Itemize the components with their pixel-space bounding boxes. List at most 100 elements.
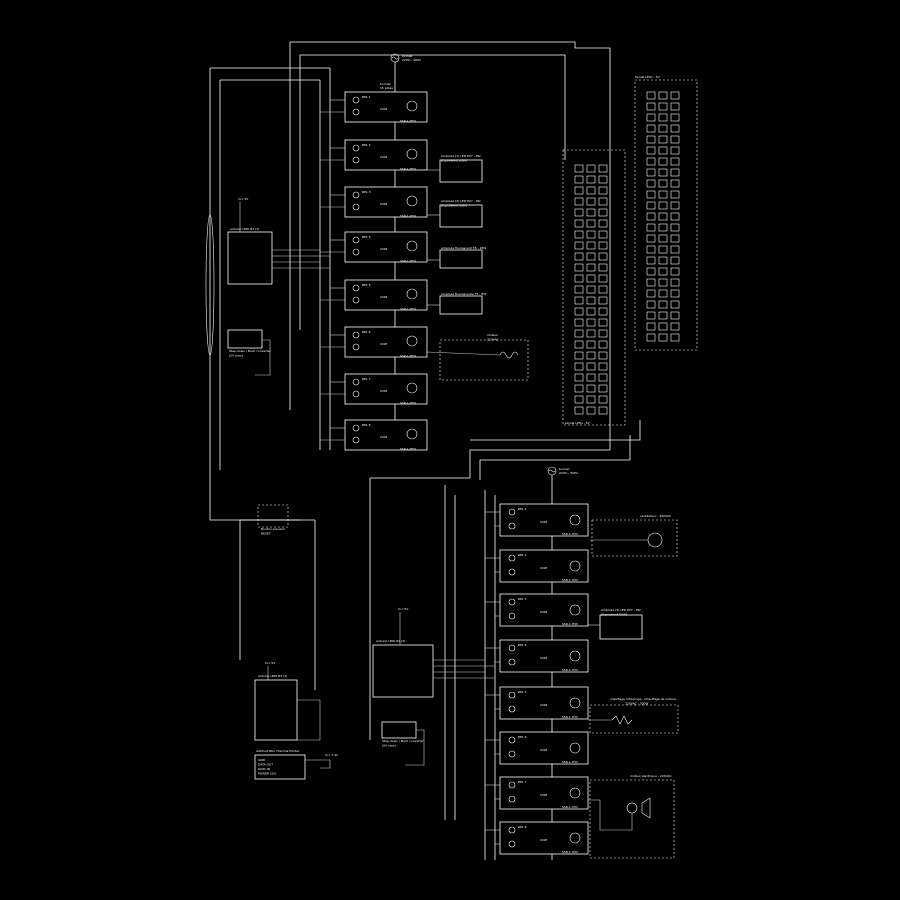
led-cell [658,223,668,232]
relay-com: COM [380,295,387,299]
relay-ssr: SSR-1-H5V [400,354,417,358]
led-cell [670,322,680,331]
load-label: ampoule fluorescent T8 - 18W [441,246,486,250]
led-cell [574,395,584,404]
relay-label: REL 5 [362,283,371,287]
relay-label: REL 3 [518,597,527,601]
bottom-supply-sub: 220V~ 50Hz [559,471,578,475]
led-cell [646,300,656,309]
led-cell [670,113,680,122]
led-cell [658,333,668,342]
led-cell [586,263,596,272]
led-cell [574,362,584,371]
led-cell [658,113,668,122]
step-down1-sub: (5V max) [229,354,243,358]
relay-com: COM [540,748,547,752]
relay-com: COM [540,566,547,570]
led-cells [574,91,680,415]
led-cell [646,333,656,342]
led-cell [658,322,668,331]
relay-ssr: SSR-1-H5V [400,447,417,451]
relay-ssr: SSR-1-H5V [400,401,417,405]
relay-channel: REL 7 COM SSR-1-H5V [320,373,428,405]
relay-channel: REL 8 COM SSR-1-H5V [320,419,428,451]
led-cell [586,285,596,294]
led-cell [574,351,584,360]
led-cell [574,197,584,206]
led-cell [586,252,596,261]
load-sub: (Equivalent 60W) [441,204,467,208]
led-cell [598,373,608,382]
led-cell [670,333,680,342]
relay-com: COM [380,435,387,439]
relay-label: REL 4 [518,643,527,647]
led-cell [646,179,656,188]
relay-ssr: SSR-1-H5V [400,214,417,218]
led-cell [598,175,608,184]
bottom-loads: ventilateur - 220VAC ampoule (3) LED E27… [588,514,679,859]
motor-zone [439,339,529,381]
step-down2-label: Step-down / Buck converter [382,739,424,743]
mcu1-label: arduino UNO R3 (1) [230,227,259,231]
led-cell [586,329,596,338]
load-box [439,295,483,315]
load-sub: (Equivalent 60W) [601,613,627,617]
load-sub: (Equivalent 60W) [441,159,467,163]
led-cell [574,296,584,305]
load-label: ampoule (2) LED E27 - 9W [441,199,481,203]
led-cell [598,406,608,415]
led-cell [574,241,584,250]
led-cell [574,373,584,382]
led-cell [598,208,608,217]
top-supply-sub: 220V~ 50Hz [402,58,421,62]
led-cell [670,311,680,320]
led-cell [658,157,668,166]
step-down2-sub: (5V max) [382,744,396,748]
led-cell [574,252,584,261]
led-cell [658,91,668,100]
printer-row: POWER (5V) [258,772,276,776]
load-label: ventilateur - 220VAC [640,514,671,518]
led-cell [670,135,680,144]
led-cell [574,274,584,283]
top-bus-wires [209,41,641,521]
load-label: ampoule (3) LED E27 - 9W [601,608,641,612]
load-label: moteur électrique - 220VAC [630,774,672,778]
relay-label: REL 2 [518,553,527,557]
led-cell [574,329,584,338]
led-strip-a-label: bande LEDs - 5V [565,421,591,425]
relay-channel: REL 1 COM SSR-1-H5V [320,91,428,123]
relay-channel: REL 2 COM SSR-1-H5V [320,139,428,171]
led-cell [670,102,680,111]
relay-channel: REL 5 COM SSR-1-H5V [320,279,428,311]
led-cell [670,278,680,287]
led-cell [646,91,656,100]
load-box [439,249,483,269]
ac-source-icon [547,466,557,476]
relay-ssr: SSR-1-H5V [400,167,417,171]
led-cell [586,241,596,250]
led-cell [658,256,668,265]
relay-channel: REL 4 COM SSR-1-H5V [320,231,428,263]
relay-com: COM [540,520,547,524]
led-cell [586,230,596,239]
led-cell [574,186,584,195]
ac-source-icon [390,53,400,63]
led-cell [574,318,584,327]
printer-row: DATA OUT [258,763,273,767]
led-cell [670,91,680,100]
led-cell [586,340,596,349]
printer-row: GND [258,758,266,762]
led-cell [598,395,608,404]
relay-ssr: SSR-1-H5V [562,715,579,719]
led-cell [670,201,680,210]
led-cell [658,212,668,221]
led-cell [598,252,608,261]
led-cell [586,384,596,393]
led-cell [598,329,608,338]
led-cell [658,234,668,243]
led-cell [670,157,680,166]
led-cell [598,384,608,393]
top-mains-supply: bornier 220V~ 50Hz bornier 15 pôles [380,53,421,90]
